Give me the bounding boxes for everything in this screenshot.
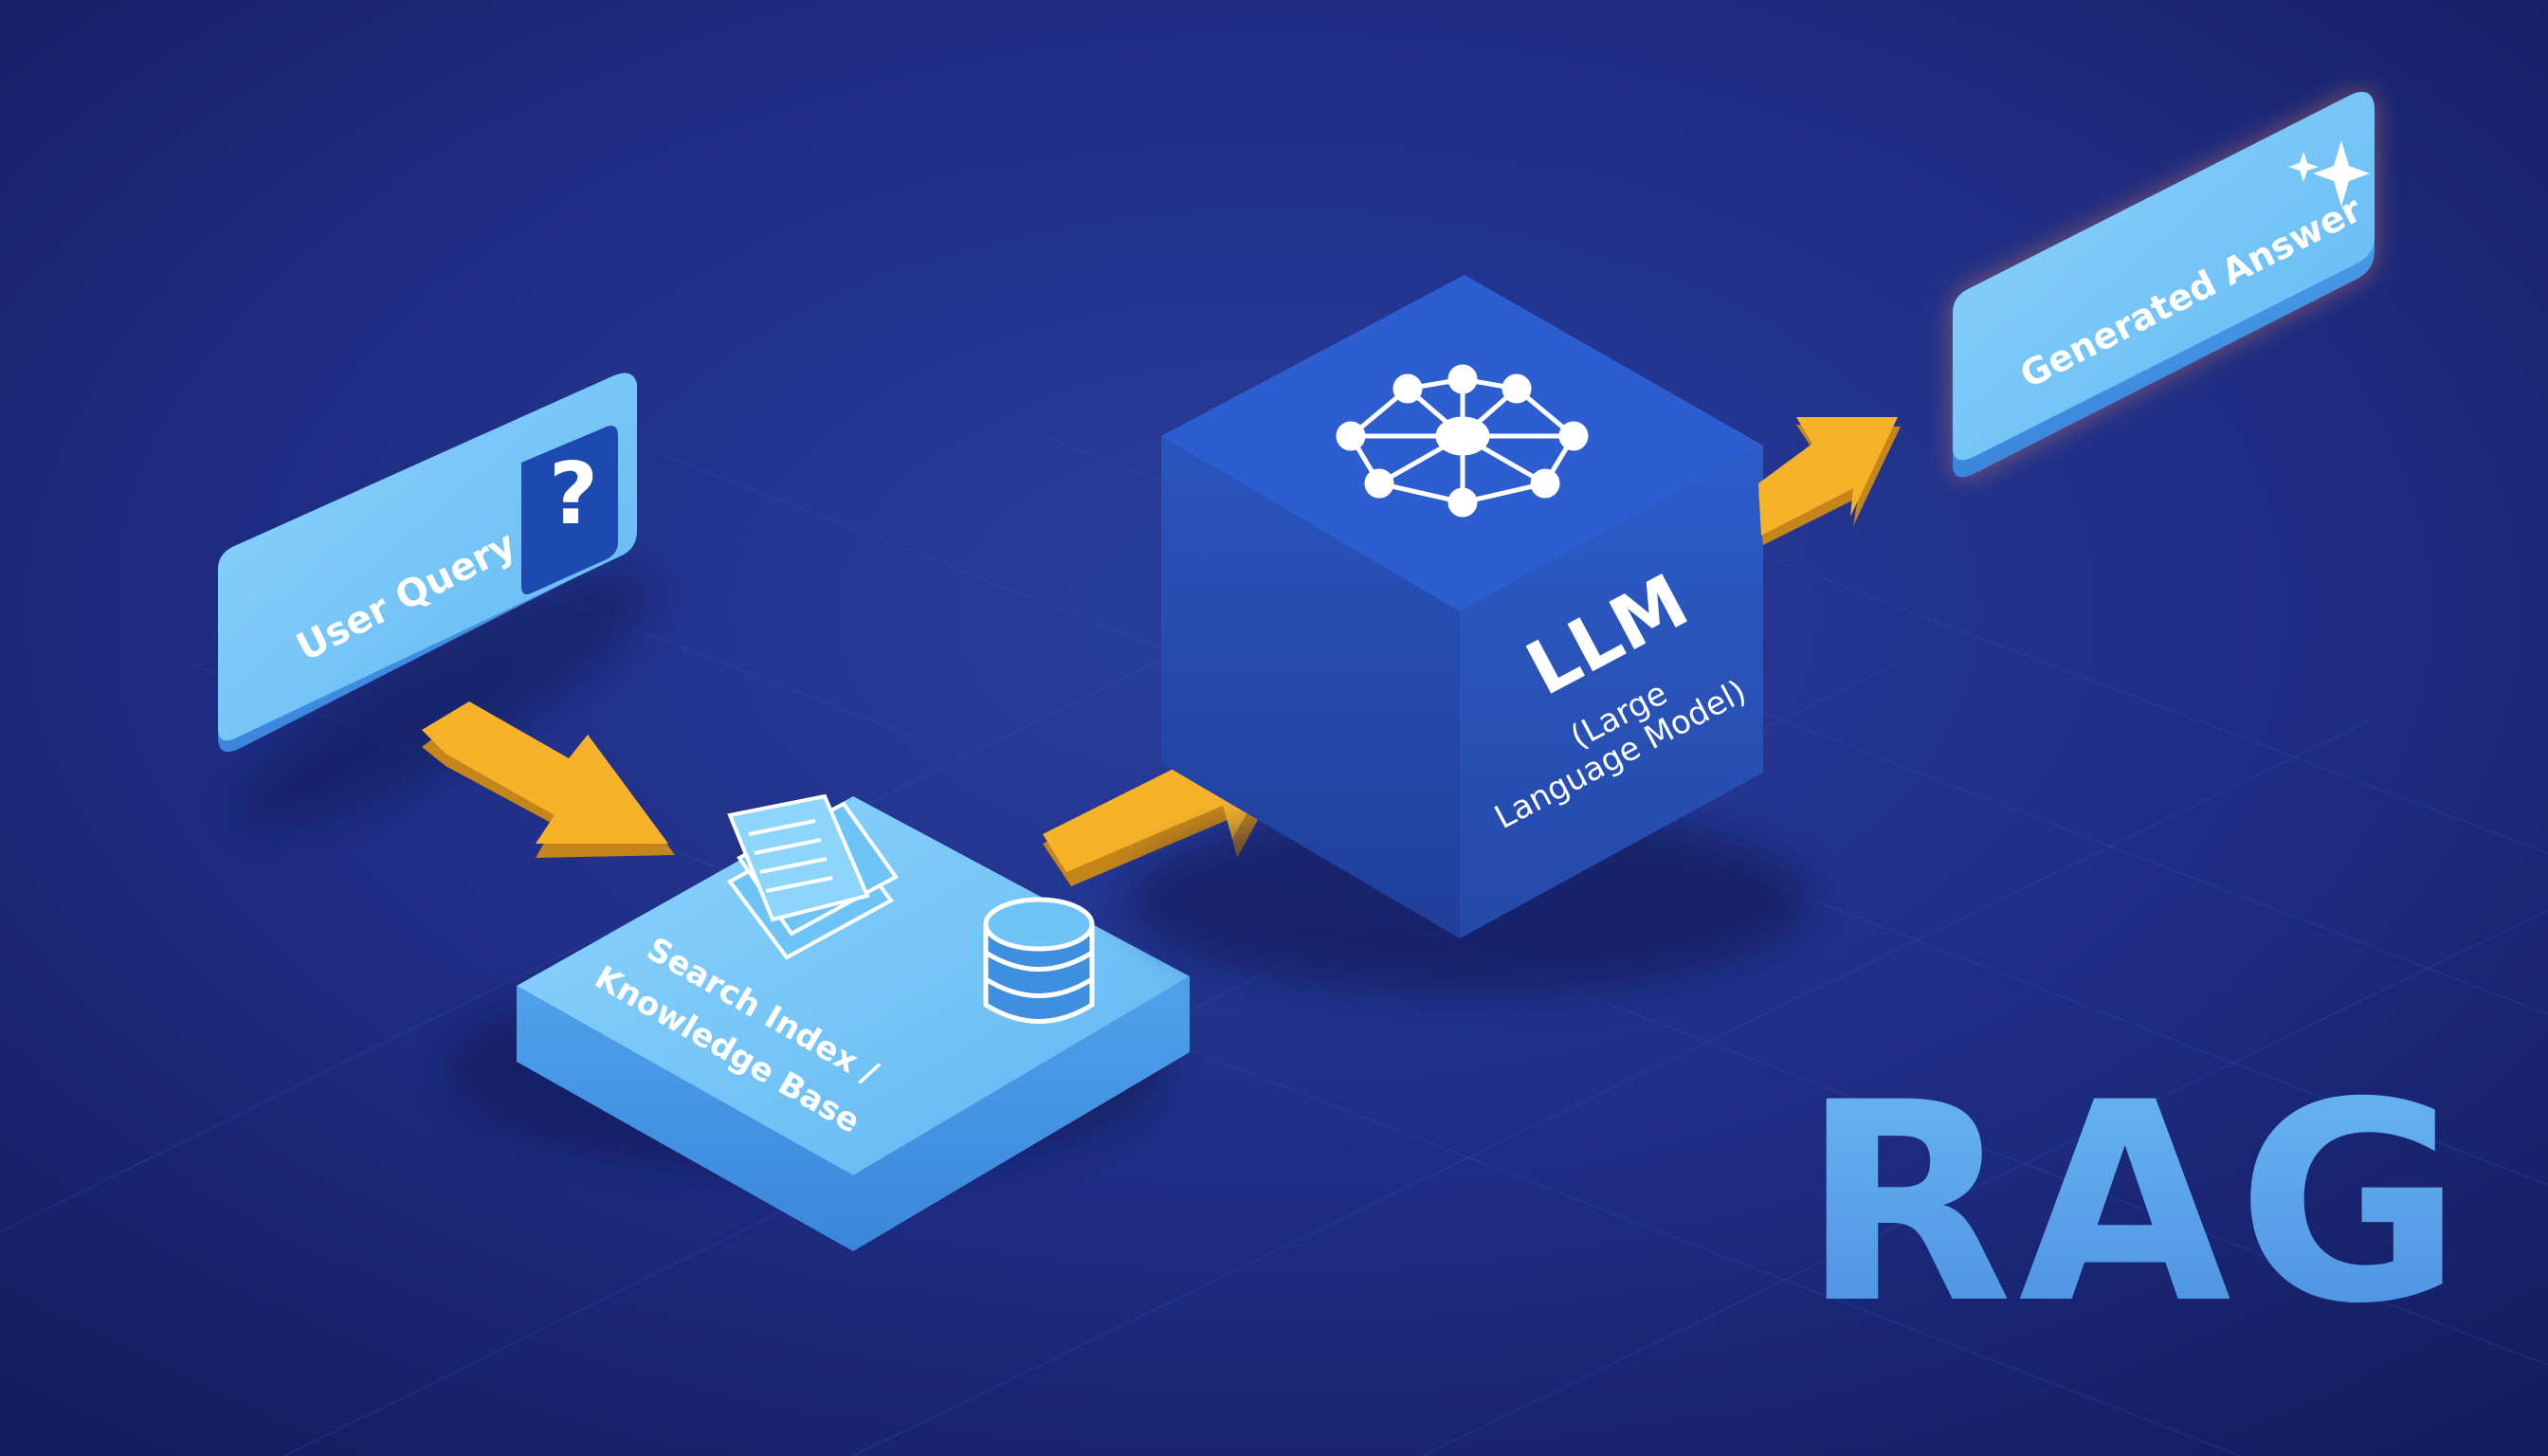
- question-mark-icon: ?: [521, 426, 618, 594]
- documents-icon: [727, 793, 899, 960]
- arrow-llm-to-answer: [1758, 417, 1901, 545]
- database-icon: [983, 897, 1095, 1024]
- generated-answer-card: Generated Answer: [1953, 91, 2375, 478]
- sparkle-icon: [2288, 140, 2370, 207]
- neural-network-icon: [1336, 364, 1589, 518]
- arrow-query-to-index: [422, 701, 675, 858]
- svg-text:?: ?: [549, 445, 598, 544]
- rag-brand-text: RAG: [1801, 1045, 2468, 1364]
- llm-cube: LLM (Large Language Model): [1128, 275, 1811, 995]
- knowledge-base-platform: Search Index / Knowledge Base: [446, 793, 1190, 1251]
- user-query-card: User Query ?: [218, 373, 653, 830]
